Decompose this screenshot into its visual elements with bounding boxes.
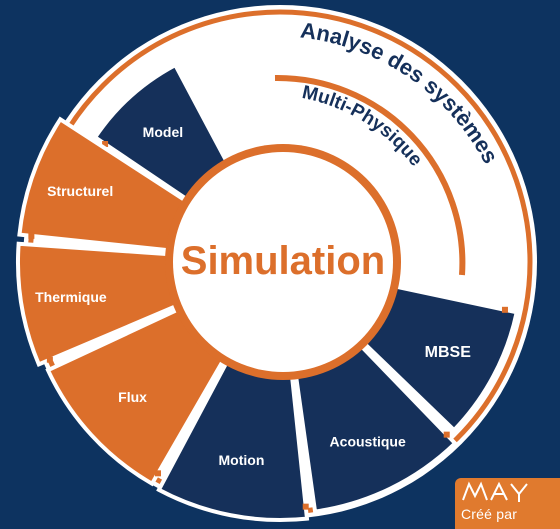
segment-marker-flux: [155, 470, 161, 477]
inner-arc-ring: [274, 74, 466, 276]
segment-label-structurel: Structurel: [47, 183, 113, 199]
credit-text: Créé par: [461, 506, 518, 522]
center-circle: [173, 152, 393, 372]
segment-label-motion: Motion: [219, 452, 265, 468]
segment-marker-structurel: [28, 232, 35, 239]
segment-label-acoustique: Acoustique: [330, 434, 406, 450]
segment-label-flux: Flux: [118, 389, 147, 405]
segment-marker-thermique: [46, 356, 53, 363]
segment-label-mbse: MBSE: [425, 344, 472, 361]
segment-label-model: Model: [143, 124, 183, 140]
segment-marker-acoustique: [443, 431, 450, 438]
segment-marker-motion: [302, 503, 309, 510]
company-logo-icon: [462, 481, 528, 502]
segment-marker-model: [102, 141, 109, 148]
segment-marker-mbse: [501, 306, 508, 313]
segment-label-thermique: Thermique: [35, 289, 107, 305]
center-label: Simulation: [181, 239, 385, 283]
credit-badge: Créé par: [455, 478, 560, 529]
